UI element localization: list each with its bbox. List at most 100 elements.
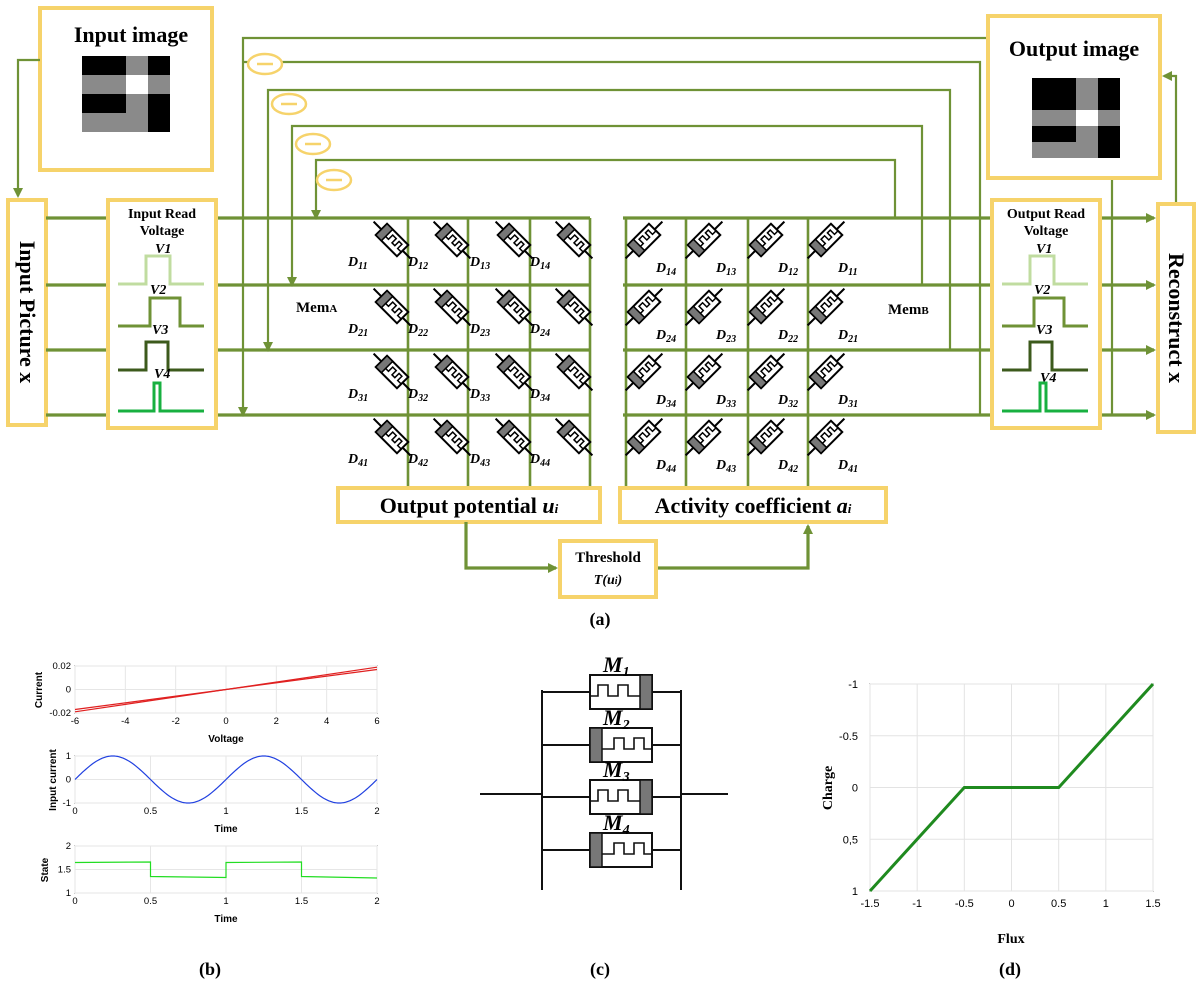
image-pixel bbox=[1098, 126, 1120, 142]
memristor-icon bbox=[554, 417, 594, 457]
y-tick-label: -0.02 bbox=[49, 708, 71, 719]
image-pixel bbox=[126, 94, 148, 113]
image-pixel bbox=[104, 56, 126, 75]
memristor-icon bbox=[494, 417, 534, 457]
arrow-from-threshold bbox=[656, 524, 813, 570]
input-image-pixels bbox=[82, 56, 170, 132]
image-pixel bbox=[148, 94, 170, 113]
device-label: D23 bbox=[469, 322, 490, 339]
x-tick-label: 1 bbox=[1103, 898, 1109, 910]
input-read-voltage-box bbox=[106, 198, 218, 430]
image-pixel bbox=[104, 94, 126, 113]
device-label: D43 bbox=[715, 458, 736, 475]
series-line bbox=[74, 861, 378, 879]
output-read-voltage-label-1: Output Read bbox=[1007, 207, 1085, 222]
y-tick-label: 0,5 bbox=[843, 834, 858, 846]
x-tick-label: -4 bbox=[121, 716, 129, 727]
device-label: D42 bbox=[407, 452, 428, 469]
y-axis-label: Current bbox=[34, 671, 45, 708]
memristor-icon bbox=[372, 417, 412, 457]
image-pixel bbox=[1032, 142, 1054, 158]
minus-icon bbox=[246, 52, 284, 76]
device-label: D31 bbox=[837, 393, 858, 410]
input-read-voltage-label-1: Input Read bbox=[128, 207, 196, 222]
memristor-icon bbox=[684, 287, 724, 327]
memristor-icon bbox=[806, 417, 846, 457]
device-label: D44 bbox=[655, 458, 676, 475]
x-tick-label: 0 bbox=[72, 896, 77, 907]
input-image-title: Input image bbox=[74, 22, 189, 47]
device-label: D41 bbox=[837, 458, 858, 475]
voltage-label: V1 bbox=[1036, 242, 1052, 257]
x-axis-label: Voltage bbox=[208, 734, 244, 745]
memristor-icon bbox=[554, 352, 594, 392]
memristor-icon bbox=[372, 287, 412, 327]
y-tick-label: 1 bbox=[852, 886, 858, 898]
image-pixel bbox=[1076, 78, 1098, 94]
memristor-icon bbox=[432, 220, 472, 260]
memristor-icon bbox=[746, 287, 786, 327]
x-tick-label: 2 bbox=[374, 806, 379, 817]
caption-c: (c) bbox=[590, 959, 610, 980]
crossbar-b bbox=[624, 218, 810, 490]
memristor-icon bbox=[432, 352, 472, 392]
device-label: D43 bbox=[469, 452, 490, 469]
input-pulses: V1 V2 V3 V4 bbox=[118, 242, 204, 413]
device-label: D22 bbox=[777, 328, 798, 345]
memristor-label: M2 bbox=[602, 705, 630, 733]
memristor-icon bbox=[806, 287, 846, 327]
x-tick-label: 2 bbox=[274, 716, 279, 727]
y-tick-label: 1.5 bbox=[58, 865, 71, 876]
voltage-label: V2 bbox=[1034, 283, 1050, 298]
memristor-label: M1 bbox=[602, 652, 630, 680]
output-potential-label: Output potential ui bbox=[380, 493, 559, 518]
image-pixel bbox=[1098, 94, 1120, 110]
device-label: D42 bbox=[777, 458, 798, 475]
x-tick-label: 0 bbox=[1008, 898, 1014, 910]
image-pixel bbox=[148, 56, 170, 75]
voltage-label: V1 bbox=[155, 242, 171, 257]
activity-coefficient-label: Activity coefficient ai bbox=[655, 493, 852, 518]
x-axis-label: Time bbox=[214, 824, 238, 835]
device-label: D34 bbox=[655, 393, 676, 410]
memristor-icon bbox=[554, 220, 594, 260]
x-tick-label: 0.5 bbox=[144, 896, 157, 907]
x-tick-label: -2 bbox=[171, 716, 179, 727]
device-label: D11 bbox=[347, 255, 368, 272]
x-tick-label: -1 bbox=[912, 898, 922, 910]
x-tick-label: 0.5 bbox=[1051, 898, 1066, 910]
memristor-icon bbox=[624, 352, 664, 392]
mem-b-label: MemB bbox=[888, 302, 929, 318]
image-pixel bbox=[1054, 142, 1076, 158]
device-label: D23 bbox=[715, 328, 736, 345]
x-tick-label: 2 bbox=[374, 896, 379, 907]
image-pixel bbox=[82, 113, 104, 132]
memristor-icon bbox=[746, 220, 786, 260]
x-tick-label: 1 bbox=[223, 896, 228, 907]
device-label: D21 bbox=[347, 322, 368, 339]
memristor-icon bbox=[432, 287, 472, 327]
x-tick-label: -6 bbox=[71, 716, 79, 727]
image-pixel bbox=[1054, 78, 1076, 94]
y-tick-label: 0 bbox=[66, 775, 71, 786]
output-image-pixels bbox=[1032, 78, 1120, 158]
image-pixel bbox=[1054, 110, 1076, 126]
minus-signs bbox=[246, 52, 353, 192]
device-label: D14 bbox=[529, 255, 550, 272]
caption-b: (b) bbox=[199, 959, 221, 980]
y-tick-label: -0.5 bbox=[839, 731, 858, 743]
y-tick-label: 1 bbox=[66, 888, 71, 899]
memristor-icon bbox=[684, 417, 724, 457]
device-label: D13 bbox=[715, 261, 736, 278]
memristor-icon bbox=[494, 220, 534, 260]
y-tick-label: 0 bbox=[66, 685, 71, 696]
x-tick-label: 0.5 bbox=[144, 806, 157, 817]
image-pixel bbox=[1098, 78, 1120, 94]
